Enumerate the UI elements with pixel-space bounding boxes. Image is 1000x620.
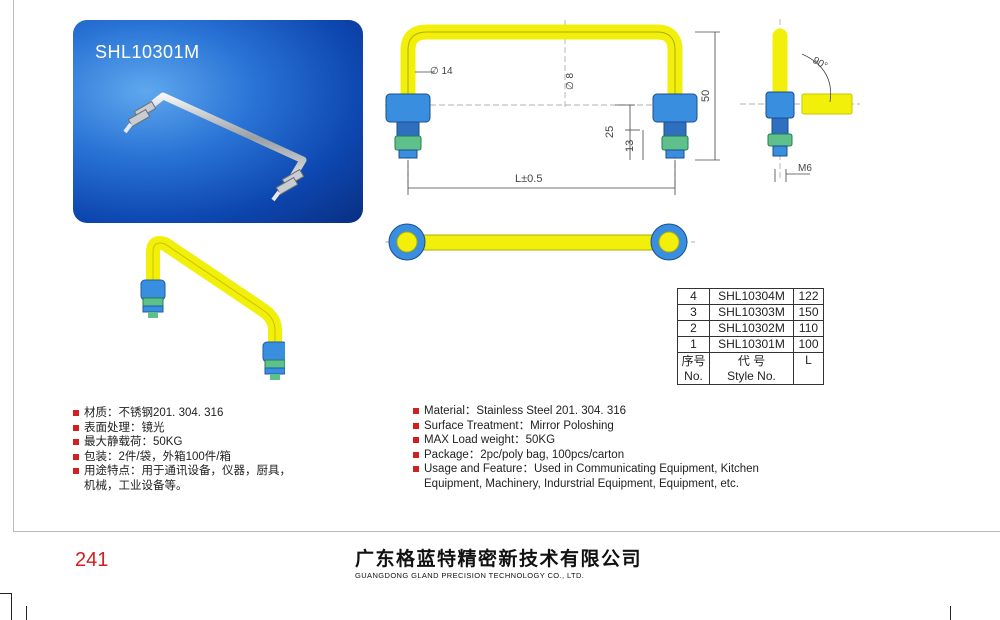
label-height-25: 25 (604, 126, 616, 138)
label-height-50: 50 (700, 90, 712, 102)
front-view-drawing: ∅ 14 ∅ 8 50 25 13 L±0.5 (385, 20, 720, 195)
table-row: 4 SHL10304M 122 (677, 288, 824, 305)
handle-3d-render (140, 236, 285, 380)
table-cell-no: 4 (677, 288, 710, 305)
top-view-drawing (385, 223, 695, 261)
table-cell-l: 100 (793, 336, 824, 353)
table-row: 3 SHL10303M 150 (677, 304, 824, 321)
table-cell-no: 3 (677, 304, 710, 321)
label-angle: 90° (811, 55, 830, 72)
product-photo: SHL10301M (73, 20, 363, 223)
header-no-cn: 序号 (681, 353, 706, 368)
page-border (13, 0, 1000, 532)
table-cell-no: 2 (677, 320, 710, 337)
company-name-en: GUANGDONG GLAND PRECISION TECHNOLOGY CO.… (355, 571, 585, 580)
spec-list-en: Material：Stainless Steel 201. 304. 316 S… (413, 404, 759, 492)
spec-item-en: Material：Stainless Steel 201. 304. 316 (413, 404, 759, 419)
table-row: 2 SHL10302M 110 (677, 320, 824, 337)
crop-mark (11, 593, 12, 620)
product-code: SHL10301M (95, 42, 200, 62)
header-style-en: Style No. (727, 368, 776, 383)
label-height-13: 13 (624, 140, 636, 152)
table-row: 1 SHL10301M 100 (677, 336, 824, 353)
spec-item-cn: 包装：2件/袋，外箱100件/箱 (73, 450, 291, 465)
spec-item-cn: 用途特点：用于通讯设备，仪器，厨具， (73, 464, 291, 479)
table-cell-no: 1 (677, 336, 710, 353)
style-table: 4 SHL10304M 122 3 SHL10303M 150 2 SHL103… (677, 288, 824, 385)
table-cell-style: SHL10304M (709, 288, 794, 305)
spec-item-cn: 表面处理：镜光 (73, 421, 291, 436)
table-cell-style: SHL10303M (709, 304, 794, 321)
label-diameter-14: ∅ 14 (430, 66, 453, 77)
company-name-cn: 广东格蓝特精密新技术有限公司 (355, 549, 643, 570)
label-thread: M6 (798, 163, 812, 174)
spec-item-cn: 材质：不锈钢201. 304. 316 (73, 406, 291, 421)
spec-item-cn-continued: 机械，工业设备等。 (84, 479, 188, 492)
crop-mark (26, 606, 27, 620)
side-view-drawing: 90° M6 (740, 19, 860, 182)
table-cell-l: 150 (793, 304, 824, 321)
page-number: 241 (75, 549, 109, 571)
label-length: L±0.5 (515, 173, 542, 185)
stainless-handle-image (123, 92, 307, 202)
spec-item-en: Usage and Feature：Used in Communicating … (413, 462, 759, 477)
table-cell-l: 110 (793, 320, 824, 337)
spec-item-cn: 最大静载荷：50KG (73, 435, 291, 450)
crop-mark (950, 606, 951, 620)
header-l: L (793, 352, 824, 385)
header-no: 序号 No. (677, 352, 710, 385)
header-style: 代 号 Style No. (709, 352, 794, 385)
spec-item-en: MAX Load weight：50KG (413, 433, 759, 448)
spec-list-cn: 材质：不锈钢201. 304. 316 表面处理：镜光 最大静载荷：50KG 包… (73, 406, 291, 494)
spec-item-en: Package：2pc/poly bag, 100pcs/carton (413, 448, 759, 463)
header-no-en: No. (684, 368, 703, 383)
table-cell-style: SHL10302M (709, 320, 794, 337)
spec-item-en-continued: Equipment, Machinery, Indurstrial Equipm… (424, 477, 739, 490)
crop-mark (0, 593, 12, 594)
table-cell-l: 122 (793, 288, 824, 305)
spec-item-en: Surface Treatment：Mirror Poloshing (413, 419, 759, 434)
header-style-cn: 代 号 (737, 353, 766, 368)
label-diameter-8: ∅ 8 (565, 73, 576, 90)
table-cell-style: SHL10301M (709, 336, 794, 353)
table-header-row: 序号 No. 代 号 Style No. L (677, 352, 824, 385)
